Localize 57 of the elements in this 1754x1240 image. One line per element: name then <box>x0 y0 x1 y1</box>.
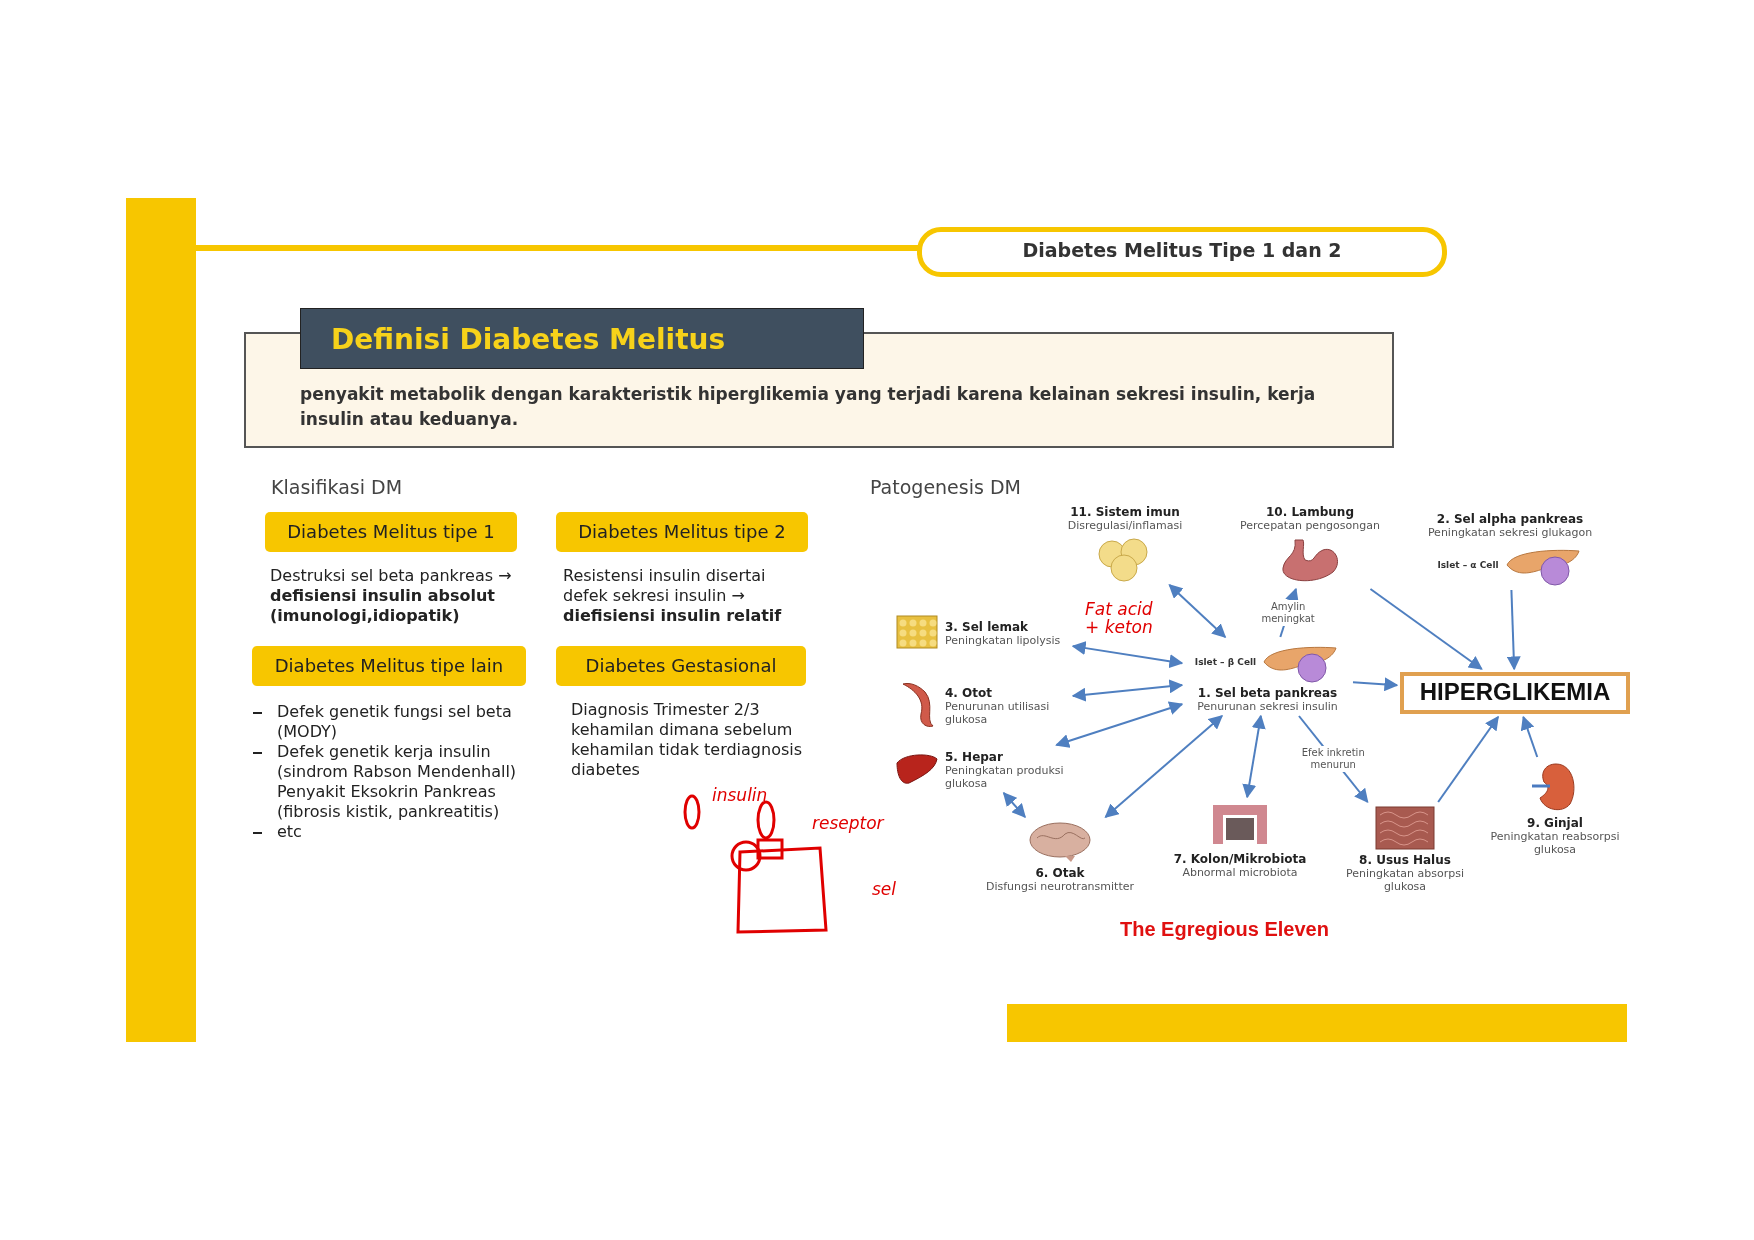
organ-description: Percepatan pengosongan <box>1240 519 1380 532</box>
image-label: Islet – α Cell <box>1437 560 1499 570</box>
handwritten-note: sel <box>872 880 897 898</box>
organ-description: Peningkatan absorpsi glukosa <box>1345 867 1465 893</box>
list-item: etc <box>277 822 303 842</box>
arrow <box>1506 589 1521 671</box>
list-item: Defek genetik fungsi sel beta (MODY) <box>277 702 513 742</box>
arrow <box>1352 677 1399 692</box>
organ-title: 9. Ginjal <box>1526 816 1584 830</box>
organ-title: 4. Otot <box>945 686 993 700</box>
category-heading: Diabetes Melitus tipe 2 <box>556 512 808 552</box>
arrow <box>1168 584 1227 638</box>
organ-title: 7. Kolon/Mikrobiota <box>1173 852 1307 866</box>
organ-title: 10. Lambung <box>1265 505 1355 519</box>
handwritten-note: Fat acid + keton <box>1085 600 1154 636</box>
arrow <box>1104 715 1223 818</box>
handwritten-note: insulin <box>712 786 768 804</box>
arrow <box>1055 701 1184 748</box>
list-item: Defek genetik kerja insulin (sindrom Rabson Mendenhall) Penyakit Eksokrin Pankreas (fibrosis kistik, pankreatitis) <box>277 742 518 822</box>
arrow <box>1242 714 1266 799</box>
arrow <box>1437 715 1500 803</box>
arrow <box>1071 641 1184 669</box>
organ-description: Disfungsi neurotransmitter <box>986 880 1134 893</box>
panel-heading: Definisi Diabetes Melitus <box>300 308 864 369</box>
category-heading: Diabetes Melitus tipe lain <box>252 646 526 686</box>
definition-text: penyakit metabolik dengan karakteristik hiperglikemia yang terjadi karena kelainan sekresi insulin, kerja insulin atau keduanya. <box>300 383 1317 431</box>
section-heading: Klasifikasi DM <box>271 476 403 498</box>
description-text: Resistensi insulin disertai defek sekresi insulin → diefisiensi insulin relatif <box>563 566 783 626</box>
description-text: Diagnosis Trimester 2/3 kehamilan dimana sebelum kehamilan tidak terdiagnosis diabetes <box>571 700 804 780</box>
section-heading: Patogenesis DM <box>870 476 1021 498</box>
organ-title: 3. Sel lemak <box>945 619 1029 634</box>
organ-description: Peningkatan lipolysis <box>945 633 1061 647</box>
organ-description: Penurunan utilisasi glukosa <box>945 700 1051 726</box>
organ-title: 5. Hepar <box>945 750 1004 764</box>
organ-description: Peningkatan reabsorpsi glukosa <box>1490 830 1620 856</box>
organ-title: 6. Otak <box>1034 866 1086 880</box>
organ-description: Peningkatan produksi glukosa <box>945 764 1065 790</box>
arrow <box>1071 679 1184 702</box>
organ-title: 1. Sel beta pankreas <box>1197 686 1338 700</box>
arrow <box>1369 588 1483 670</box>
organ-title: 2. Sel alpha pankreas <box>1435 512 1585 526</box>
diagram-caption: The Egregious Eleven <box>1120 918 1329 941</box>
organ-title: 11. Sistem imun <box>1069 505 1181 519</box>
condition-box: HIPERGLIKEMIA <box>1400 672 1630 714</box>
description-text: Destruksi sel beta pankreas → defisiensi insulin absolut (imunologi,idiopatik) <box>270 566 513 626</box>
image-label: Islet – β Cell <box>1194 657 1257 667</box>
category-heading: Diabetes Melitus tipe 1 <box>265 512 517 552</box>
handwritten-note: reseptor <box>812 814 884 832</box>
organ-description: Disregulasi/inflamasi <box>1067 519 1183 532</box>
category-heading: Diabetes Gestasional <box>556 646 806 686</box>
organ-title: 8. Usus Halus <box>1358 853 1452 867</box>
organ-description: Abnormal microbiota <box>1181 866 1299 879</box>
organ-description: Penurunan sekresi insulin <box>1197 700 1338 713</box>
arrow <box>1002 791 1026 819</box>
organ-description: Peningkatan sekresi glukagon <box>1427 526 1593 539</box>
slide-title: Diabetes Melitus Tipe 1 dan 2 <box>917 227 1447 277</box>
arrow <box>1520 715 1539 758</box>
